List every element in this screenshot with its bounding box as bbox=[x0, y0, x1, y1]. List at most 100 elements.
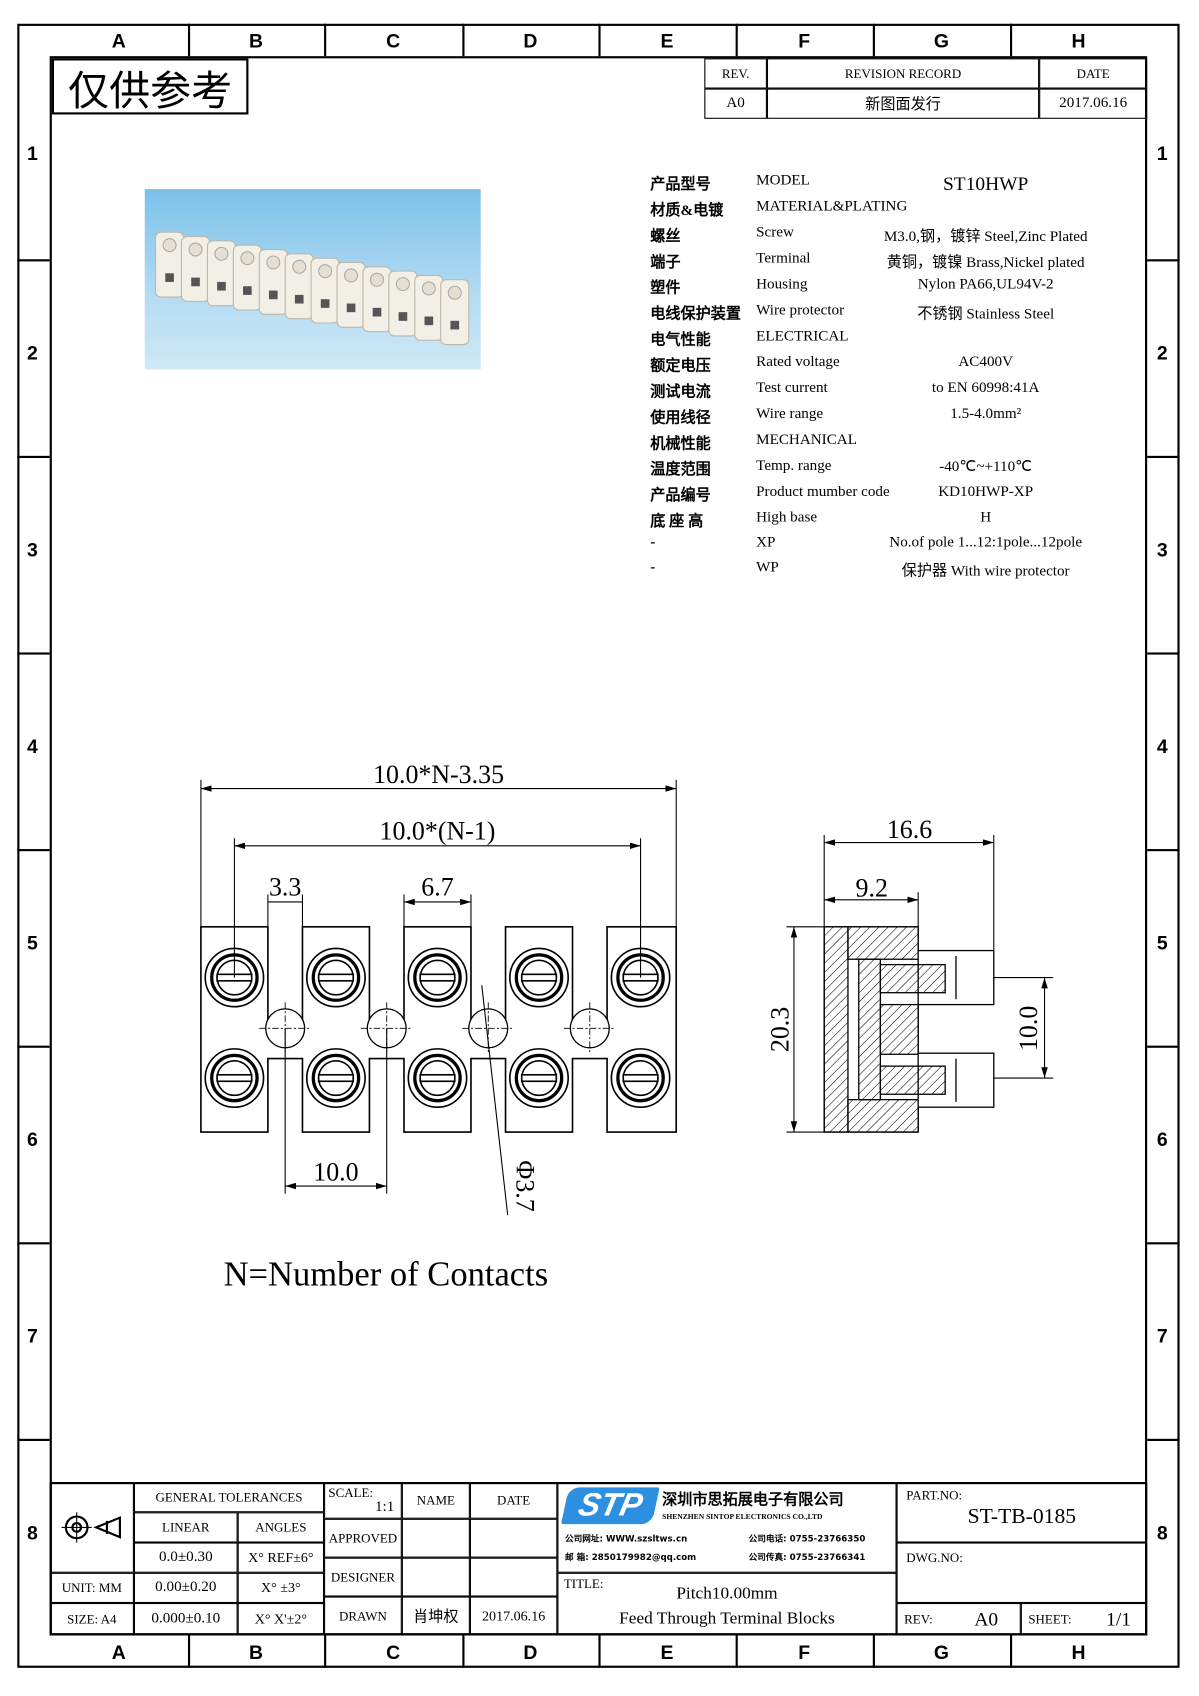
screw-slot bbox=[419, 973, 456, 982]
spec-val: ST10HWP bbox=[942, 172, 1029, 195]
column-marker: D bbox=[523, 30, 538, 52]
sheet-value: 1/1 bbox=[1106, 1607, 1131, 1630]
title-label: TITLE: bbox=[563, 1576, 604, 1592]
approved-label: APPROVED bbox=[324, 1518, 402, 1558]
column-marker: G bbox=[933, 1641, 949, 1664]
row-marker: 2 bbox=[1156, 342, 1168, 365]
drawn-name: 肖坤权 bbox=[401, 1596, 470, 1636]
spec-cn: 塑件 bbox=[650, 280, 681, 298]
scale-cell: SCALE:1:1 bbox=[324, 1482, 402, 1519]
zone-divider bbox=[1147, 652, 1180, 655]
row-marker: 1 bbox=[26, 142, 38, 165]
spec-en: Test current bbox=[756, 380, 828, 397]
column-marker: B bbox=[248, 30, 264, 52]
row-marker: 7 bbox=[1156, 1325, 1168, 1348]
zone-divider bbox=[462, 1635, 464, 1668]
hole-diameter-label: Φ3.7 bbox=[510, 1160, 539, 1211]
row-marker: 2 bbox=[26, 342, 38, 365]
spec-cn: 电气性能 bbox=[650, 332, 711, 349]
screw-icon bbox=[344, 268, 359, 283]
screw-icon bbox=[214, 246, 229, 261]
column-marker: A bbox=[111, 30, 126, 52]
spec-val: 保护器 With wire protector bbox=[901, 563, 1070, 581]
unit-cell: UNIT: MM bbox=[49, 1572, 134, 1604]
spec-val: KD10HWP-XP bbox=[938, 483, 1034, 501]
part-no-label: PART.NO: bbox=[906, 1487, 963, 1503]
spec-en: Wire range bbox=[756, 406, 824, 423]
base-depth-label: 9.2 bbox=[856, 874, 888, 903]
spec-cn: 材质&电镀 bbox=[650, 203, 724, 220]
column-marker: H bbox=[1071, 30, 1086, 52]
zone-divider bbox=[17, 652, 50, 655]
rev-value: A0 bbox=[704, 88, 767, 119]
row-marker: 1 bbox=[1156, 142, 1168, 165]
pitch-label: 10.0 bbox=[313, 1158, 358, 1187]
wire-entry bbox=[243, 286, 252, 295]
spec-en: Wire protector bbox=[756, 302, 845, 319]
screw-icon bbox=[421, 281, 436, 296]
screw-ring bbox=[514, 953, 564, 1002]
screw-icon bbox=[162, 238, 177, 253]
spec-en: Housing bbox=[756, 276, 808, 293]
terminal-block-image bbox=[155, 231, 470, 346]
scale-value: 1:1 bbox=[374, 1499, 395, 1516]
spec-cn: 额定电压 bbox=[650, 358, 711, 375]
spec-val: M3.0,钢，镀锌 Steel,Zinc Plated bbox=[883, 229, 1088, 246]
column-marker: F bbox=[798, 30, 811, 52]
rev-header: REV. bbox=[704, 58, 767, 89]
zone-divider bbox=[17, 1242, 50, 1244]
sheet-cell: SHEET:1/1 bbox=[1020, 1603, 1148, 1636]
reference-only-stamp: 仅供参考 bbox=[51, 58, 249, 115]
rev-label: REV: bbox=[904, 1611, 933, 1627]
spec-en: Screw bbox=[756, 224, 794, 241]
row-marker: 4 bbox=[26, 735, 38, 758]
screw-ring bbox=[311, 953, 361, 1002]
spec-cn: 使用线径 bbox=[650, 410, 711, 427]
screw-icon bbox=[292, 259, 307, 274]
screw-ring bbox=[311, 1053, 361, 1103]
spec-en: MECHANICAL bbox=[756, 432, 857, 449]
screw-ring bbox=[413, 1053, 462, 1103]
screw-icon bbox=[266, 255, 281, 270]
row-marker: 3 bbox=[26, 539, 38, 561]
row-marker: 4 bbox=[1156, 735, 1168, 758]
outer-frame bbox=[17, 23, 1180, 1668]
row-marker: 8 bbox=[1156, 1522, 1168, 1544]
zone-divider bbox=[872, 23, 875, 57]
zone-divider bbox=[872, 1635, 875, 1668]
slot-width-label: 3.3 bbox=[269, 872, 301, 901]
spec-cn: 机械性能 bbox=[650, 436, 711, 453]
wire-entry bbox=[191, 277, 200, 287]
screw-icon bbox=[395, 277, 410, 292]
screw-slot bbox=[520, 973, 558, 982]
row-marker: 7 bbox=[26, 1325, 38, 1348]
company-name-en: SHENZHEN SINTOP ELECTRONICS CO.,LTD bbox=[662, 1512, 823, 1521]
screw-slot bbox=[317, 1073, 355, 1083]
column-marker: E bbox=[660, 1641, 674, 1664]
row-marker: 5 bbox=[1156, 932, 1168, 954]
title-cell: TITLE: Pitch10.00mm Feed Through Termina… bbox=[557, 1572, 897, 1636]
spec-val: AC400V bbox=[958, 354, 1013, 371]
terminal-pole bbox=[440, 279, 470, 346]
wire-entry bbox=[268, 290, 278, 300]
zone-divider bbox=[735, 23, 738, 57]
column-marker: C bbox=[386, 1641, 401, 1664]
designer-label: DESIGNER bbox=[324, 1557, 402, 1597]
spec-en: Terminal bbox=[756, 250, 811, 267]
title-line-1: Pitch10.00mm bbox=[676, 1584, 778, 1604]
depth-label: 16.6 bbox=[887, 815, 932, 844]
dwg-no-cell: DWG.NO: bbox=[896, 1542, 1148, 1604]
screw-slot bbox=[317, 973, 355, 982]
company-website: 公司网址: WWW.szsltws.cn bbox=[564, 1533, 688, 1544]
zone-divider bbox=[1147, 1045, 1180, 1048]
linear-tol-3: 0.000±0.10 bbox=[133, 1603, 238, 1636]
spec-en: XP bbox=[756, 534, 776, 551]
drawn-label: DRAWN bbox=[324, 1596, 402, 1636]
hole-leader-line bbox=[481, 985, 509, 1216]
screw-ring bbox=[413, 953, 462, 1002]
zone-divider bbox=[187, 23, 190, 57]
product-photo bbox=[144, 189, 481, 370]
spec-cn: 产品型号 bbox=[650, 177, 711, 194]
screw-icon bbox=[188, 242, 203, 257]
tab-width-label: 6.7 bbox=[421, 872, 453, 901]
